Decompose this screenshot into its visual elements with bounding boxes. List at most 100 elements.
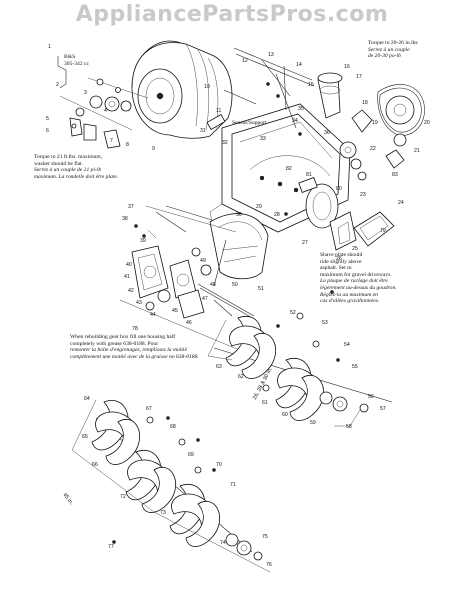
callout: 1 [48, 44, 51, 50]
callout: 8 [126, 142, 129, 148]
callout: 20 [424, 120, 430, 126]
callout: 15 [308, 82, 314, 88]
callout: 74 [220, 540, 226, 546]
callout: 30 [236, 212, 242, 218]
callout: 44 [150, 312, 156, 318]
callout: 11 [216, 108, 221, 114]
callout: 71 [230, 482, 236, 488]
callout: 75 [262, 534, 268, 540]
gear-box-note: When rebuilding gear box fill one housin… [70, 334, 199, 360]
callout: 22 [370, 146, 376, 152]
callout: 17 [356, 74, 362, 80]
callout: 31 [200, 128, 206, 134]
callout: 7 [110, 138, 113, 144]
callout: 82 [286, 166, 292, 172]
torque-note-left: Torque to 21 ft.lbs. maximum, washer sho… [34, 154, 119, 180]
callout: 36 [324, 130, 330, 136]
chute-assembly [317, 72, 373, 181]
callout: 33 [260, 136, 266, 142]
callout: 67 [146, 406, 152, 412]
callout: 68 [170, 424, 176, 430]
callout: 37 [128, 204, 134, 210]
callout: 54 [344, 342, 350, 348]
callout: 19 [372, 120, 378, 126]
callout: 16 [344, 64, 350, 70]
callout: 63 [216, 364, 222, 370]
callout: 27 [302, 240, 308, 246]
callout: 47 [202, 296, 208, 302]
callout: 52 [290, 310, 296, 316]
callout: 76 [266, 562, 272, 568]
engine-label: B&S 305-342 cc [64, 54, 90, 67]
callout: 5 [46, 116, 49, 122]
drive-belt [377, 84, 425, 169]
hardware [112, 82, 340, 544]
watermark: AppliancePartsPros.com [75, 2, 389, 27]
callout: 32 [222, 140, 228, 146]
callout: 53 [322, 320, 328, 326]
callout: 64 [84, 396, 90, 402]
sensor-support-label: Sensor/Support [232, 120, 267, 126]
callout: 24 [398, 200, 404, 206]
callout: 21 [414, 148, 420, 154]
part-number-callouts: 1 2 3 4 5 6 7 8 9 10 11 12 13 14 15 16 1… [46, 44, 430, 568]
callout: 3 [84, 90, 87, 96]
auger-housing [206, 103, 351, 233]
leader-lines-middle [119, 205, 245, 353]
callout: 23 [360, 192, 366, 198]
callout: 58 [346, 424, 352, 430]
callout: 26 [336, 256, 342, 262]
callout: 10 [204, 84, 210, 90]
callout: 79 [380, 228, 386, 234]
callout: 56 [368, 394, 374, 400]
callout: 62 [238, 374, 244, 380]
engine-assembly [131, 40, 233, 139]
callout: 77 [108, 544, 114, 550]
callout: 61 [262, 400, 268, 406]
callout: 25 [352, 246, 358, 252]
callout: 57 [380, 406, 386, 412]
callout: 60 [282, 412, 288, 418]
pulley-parts-left [57, 56, 149, 149]
callout: 55 [352, 364, 358, 370]
callout: 80 [336, 186, 342, 192]
callout: 45 [172, 308, 178, 314]
skid-shoe [329, 211, 395, 251]
auger-large [71, 399, 271, 573]
callout: 49 [200, 258, 206, 264]
callout: 4 [104, 108, 107, 114]
callout: 72 [120, 494, 126, 500]
callout: 6 [46, 128, 49, 134]
shave-plate-note: Shave plate should ride slightly above a… [320, 252, 397, 305]
callout: 35 [298, 106, 304, 112]
torque-note-top: Torque to 20-26 in.lbs Serrez à un coupl… [368, 40, 418, 60]
callout: 83 [392, 172, 398, 178]
callout: 59 [310, 420, 316, 426]
callout: 78 [132, 326, 138, 332]
callout: 40 [126, 262, 132, 268]
callout: 73 [160, 510, 166, 516]
callout: 38 [122, 216, 128, 222]
callout: 34 [292, 118, 298, 124]
callout: 65 [82, 434, 88, 440]
control-rods [223, 47, 315, 129]
callout: 13 [268, 52, 274, 58]
callout: 28 [274, 212, 280, 218]
auger-small [207, 312, 393, 427]
callout: 81 [306, 172, 312, 178]
callout: 48 [210, 282, 216, 288]
callout: 9 [152, 146, 155, 152]
callout: 2 [56, 82, 59, 88]
callout: 69 [188, 452, 194, 458]
callout: 42 [128, 288, 134, 294]
callout: 41 [124, 274, 130, 280]
callout: 39 [140, 238, 146, 244]
callout: 46 [186, 320, 192, 326]
callout: 14 [296, 62, 302, 68]
callout: 50 [232, 282, 238, 288]
callout: 43 [136, 300, 142, 306]
callout: 66 [92, 462, 98, 468]
callout: 29 [256, 204, 262, 210]
callout: 12 [242, 58, 248, 64]
